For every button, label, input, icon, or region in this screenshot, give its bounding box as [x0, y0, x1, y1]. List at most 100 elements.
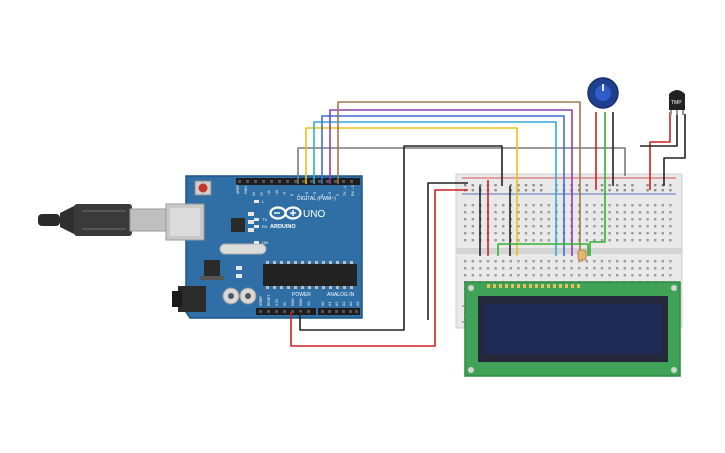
breadboard-hole[interactable]: [631, 225, 634, 228]
breadboard-hole[interactable]: [517, 267, 520, 270]
breadboard-hole[interactable]: [578, 267, 581, 270]
breadboard-hole[interactable]: [524, 274, 528, 277]
breadboard-hole[interactable]: [555, 260, 558, 263]
breadboard-hole[interactable]: [638, 260, 642, 263]
breadboard-hole[interactable]: [608, 225, 611, 228]
breadboard-hole[interactable]: [616, 274, 619, 277]
breadboard-hole[interactable]: [524, 232, 528, 235]
breadboard-hole[interactable]: [631, 274, 634, 277]
breadboard-hole[interactable]: [669, 211, 672, 214]
breadboard-hole[interactable]: [623, 260, 626, 263]
breadboard-hole[interactable]: [532, 274, 535, 277]
breadboard-hole[interactable]: [585, 260, 588, 263]
breadboard-hole[interactable]: [616, 232, 619, 235]
breadboard-hole[interactable]: [669, 189, 672, 192]
breadboard-hole[interactable]: [669, 204, 672, 207]
breadboard-hole[interactable]: [669, 232, 672, 235]
usb-cable[interactable]: [38, 204, 167, 236]
wire-yellow[interactable]: [305, 127, 518, 256]
breadboard-hole[interactable]: [593, 239, 596, 242]
breadboard-hole[interactable]: [479, 260, 482, 263]
breadboard-hole[interactable]: [471, 204, 474, 207]
resistor[interactable]: [577, 249, 587, 261]
breadboard-hole[interactable]: [654, 232, 657, 235]
breadboard-hole[interactable]: [547, 239, 550, 242]
breadboard-hole[interactable]: [494, 239, 497, 242]
breadboard-hole[interactable]: [669, 225, 672, 228]
breadboard-hole[interactable]: [517, 260, 520, 263]
breadboard-hole[interactable]: [509, 267, 512, 270]
breadboard-hole[interactable]: [585, 189, 588, 192]
reset-button[interactable]: [194, 180, 212, 196]
breadboard-hole[interactable]: [585, 204, 588, 207]
breadboard-hole[interactable]: [646, 260, 649, 263]
breadboard-hole[interactable]: [547, 204, 550, 207]
breadboard-hole[interactable]: [608, 184, 611, 187]
wire-brown[interactable]: [337, 101, 581, 256]
breadboard-hole[interactable]: [524, 204, 528, 207]
breadboard-hole[interactable]: [464, 204, 467, 207]
breadboard-hole[interactable]: [494, 211, 497, 214]
breadboard-hole[interactable]: [532, 204, 535, 207]
breadboard-hole[interactable]: [494, 184, 497, 187]
breadboard-hole[interactable]: [509, 260, 512, 263]
breadboard-hole[interactable]: [600, 274, 604, 277]
wire-green-pot-wiper[interactable]: [589, 112, 606, 256]
breadboard-hole[interactable]: [654, 260, 657, 263]
breadboard-hole[interactable]: [623, 225, 626, 228]
wire-purple[interactable]: [329, 109, 573, 256]
breadboard-hole[interactable]: [494, 274, 497, 277]
breadboard-hole[interactable]: [524, 239, 528, 242]
breadboard-hole[interactable]: [471, 260, 474, 263]
breadboard-hole[interactable]: [471, 184, 474, 187]
breadboard-hole[interactable]: [570, 267, 573, 270]
breadboard-hole[interactable]: [502, 239, 505, 242]
breadboard-hole[interactable]: [654, 239, 657, 242]
breadboard-hole[interactable]: [532, 225, 535, 228]
breadboard-hole[interactable]: [502, 204, 505, 207]
breadboard-hole[interactable]: [585, 211, 588, 214]
breadboard-hole[interactable]: [638, 274, 642, 277]
breadboard-hole[interactable]: [623, 189, 626, 192]
breadboard-hole[interactable]: [517, 204, 520, 207]
breadboard-hole[interactable]: [486, 267, 490, 270]
breadboard-hole[interactable]: [593, 225, 596, 228]
breadboard-hole[interactable]: [600, 218, 604, 221]
breadboard-hole[interactable]: [593, 260, 596, 263]
breadboard-hole[interactable]: [646, 225, 649, 228]
breadboard-hole[interactable]: [532, 211, 535, 214]
breadboard-hole[interactable]: [631, 184, 634, 187]
breadboard-hole[interactable]: [540, 189, 543, 192]
breadboard-hole[interactable]: [600, 211, 604, 214]
breadboard-hole[interactable]: [669, 184, 672, 187]
wire-red-tmp[interactable]: [649, 112, 671, 190]
breadboard-hole[interactable]: [608, 189, 611, 192]
breadboard-hole[interactable]: [585, 274, 588, 277]
breadboard-hole[interactable]: [494, 260, 497, 263]
breadboard-hole[interactable]: [608, 218, 611, 221]
breadboard-hole[interactable]: [479, 184, 482, 187]
breadboard-hole[interactable]: [524, 211, 528, 214]
power-header[interactable]: [256, 308, 316, 315]
breadboard-hole[interactable]: [608, 260, 611, 263]
breadboard-hole[interactable]: [578, 260, 581, 263]
breadboard-hole[interactable]: [570, 274, 573, 277]
breadboard-hole[interactable]: [547, 225, 550, 228]
breadboard-hole[interactable]: [608, 274, 611, 277]
breadboard-hole[interactable]: [646, 239, 649, 242]
breadboard-hole[interactable]: [555, 267, 558, 270]
breadboard-hole[interactable]: [562, 260, 566, 263]
breadboard-hole[interactable]: [661, 274, 664, 277]
breadboard-hole[interactable]: [540, 267, 543, 270]
breadboard-hole[interactable]: [494, 225, 497, 228]
breadboard-hole[interactable]: [646, 274, 649, 277]
breadboard-hole[interactable]: [471, 211, 474, 214]
breadboard-hole[interactable]: [471, 225, 474, 228]
breadboard-hole[interactable]: [608, 232, 611, 235]
breadboard-hole[interactable]: [502, 260, 505, 263]
wire-gray[interactable]: [297, 147, 626, 184]
breadboard-hole[interactable]: [608, 267, 611, 270]
breadboard-hole[interactable]: [646, 184, 649, 187]
breadboard-hole[interactable]: [616, 189, 619, 192]
breadboard-hole[interactable]: [646, 189, 649, 192]
